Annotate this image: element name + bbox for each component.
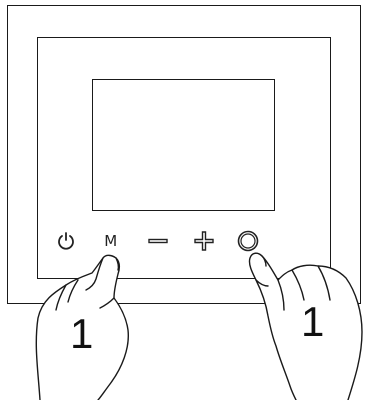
mode-button[interactable]: M — [97, 228, 125, 254]
plus-icon — [194, 231, 214, 251]
minus-button[interactable] — [144, 228, 172, 254]
plus-button[interactable] — [190, 228, 218, 254]
display-screen — [92, 79, 275, 211]
minus-icon — [148, 238, 168, 244]
ok-button[interactable] — [234, 228, 262, 254]
step-number-left: 1 — [70, 310, 94, 357]
step-number-right: 1 — [301, 298, 325, 345]
control-panel — [37, 37, 331, 279]
left-hand-icon — [35, 254, 129, 400]
right-hand-icon — [248, 252, 363, 400]
power-button[interactable] — [52, 228, 80, 254]
mode-button-label: M — [104, 232, 118, 250]
circle-button-icon — [237, 230, 259, 252]
power-icon — [58, 232, 74, 250]
wall-frame — [7, 5, 361, 304]
